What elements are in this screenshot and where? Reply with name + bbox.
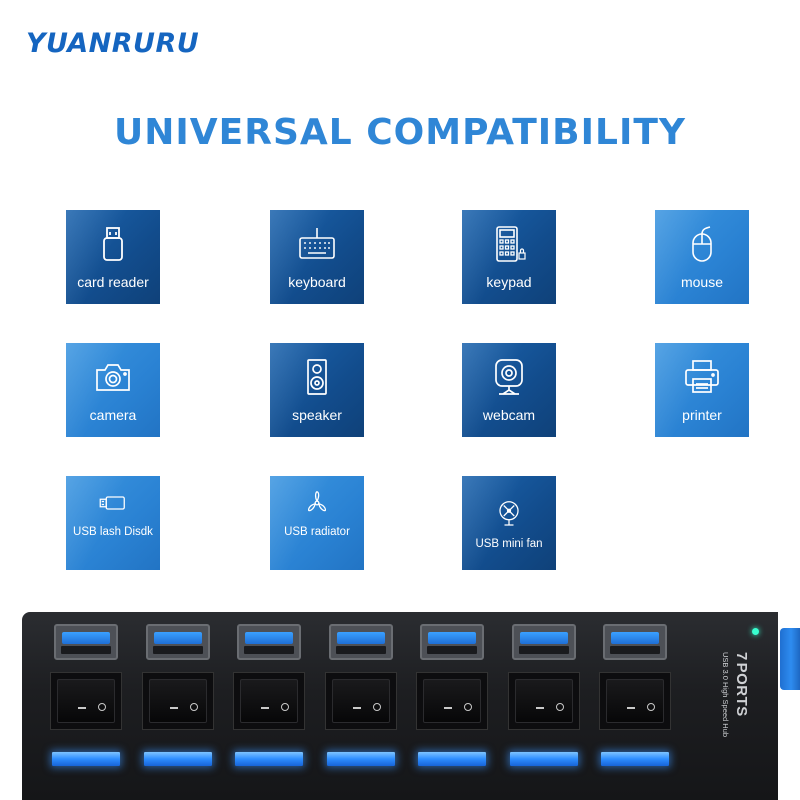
usb-port-slot bbox=[518, 646, 569, 654]
usb-port bbox=[237, 624, 301, 660]
device-tile-camera: camera bbox=[66, 343, 160, 437]
port-power-switch[interactable] bbox=[507, 672, 580, 730]
port-led bbox=[143, 752, 212, 766]
usb-port bbox=[145, 624, 210, 660]
hub-printed-label: 7 PORTS USB 3.0 High Speed Hub bbox=[712, 648, 752, 768]
usb-port bbox=[54, 624, 118, 660]
port-power-switch[interactable] bbox=[50, 672, 122, 730]
switch-on-mark bbox=[444, 707, 452, 709]
switch-off-mark bbox=[189, 703, 198, 711]
usb-port-tongue bbox=[428, 632, 476, 644]
switch-off-mark bbox=[464, 703, 472, 711]
hub-subtitle: USB 3.0 High Speed Hub bbox=[721, 652, 730, 738]
mouse-icon bbox=[655, 222, 749, 266]
switch-on-mark bbox=[352, 707, 361, 709]
device-tile-usb-radiator: USB radiator bbox=[270, 476, 364, 570]
switch-on-mark bbox=[535, 707, 544, 709]
usb-port-tongue bbox=[611, 632, 659, 644]
switch-off-mark bbox=[98, 703, 106, 711]
port-led bbox=[509, 752, 578, 766]
switch-on-mark bbox=[261, 707, 269, 709]
device-tile-speaker: speaker bbox=[270, 343, 364, 437]
usb-port-tongue bbox=[519, 632, 568, 644]
port-led bbox=[601, 752, 669, 766]
device-label: mouse bbox=[680, 274, 724, 290]
device-tile-usb-mini-fan: USB mini fan bbox=[462, 476, 556, 570]
switch-on-mark bbox=[627, 707, 635, 709]
device-label: webcam bbox=[482, 407, 536, 423]
device-tile-webcam: webcam bbox=[462, 343, 556, 437]
usb-port bbox=[420, 624, 484, 660]
switch-rocker bbox=[423, 679, 481, 723]
device-label: speaker bbox=[292, 407, 342, 423]
device-label: camera bbox=[89, 407, 137, 423]
device-label: keypad bbox=[486, 274, 532, 290]
usb-port bbox=[328, 624, 393, 660]
switch-off-mark bbox=[372, 703, 381, 711]
port-power-switch[interactable] bbox=[324, 672, 397, 730]
device-label: printer bbox=[682, 407, 722, 423]
switch-on-mark bbox=[78, 707, 86, 709]
switch-off-mark bbox=[555, 703, 564, 711]
switch-rocker bbox=[331, 679, 390, 723]
port-power-switch[interactable] bbox=[141, 672, 214, 730]
usb-drive-icon bbox=[66, 222, 160, 266]
usb-port-slot bbox=[335, 646, 386, 654]
usb-port-tongue bbox=[153, 632, 202, 644]
port-power-switch[interactable] bbox=[233, 672, 305, 730]
hub-ports-label: 7 PORTS bbox=[733, 652, 750, 717]
usb-port-slot bbox=[244, 646, 294, 654]
brand-logo: YUANRURU bbox=[26, 28, 200, 59]
headline: UNIVERSAL COMPATIBILITY bbox=[114, 112, 686, 153]
radiator-fan-icon bbox=[270, 486, 364, 520]
device-label: USB mini fan bbox=[475, 538, 543, 550]
device-label: USB radiator bbox=[284, 526, 350, 538]
keyboard-icon bbox=[270, 222, 364, 266]
port-power-switch[interactable] bbox=[416, 672, 488, 730]
device-tile-mouse: mouse bbox=[655, 210, 749, 304]
usb-port-tongue bbox=[336, 632, 385, 644]
usb-port bbox=[511, 624, 576, 660]
webcam-icon bbox=[462, 355, 556, 399]
device-tile-card-reader: card reader bbox=[66, 210, 160, 304]
power-led bbox=[752, 628, 759, 635]
usb-port-slot bbox=[152, 646, 203, 654]
usb-port-slot bbox=[61, 646, 111, 654]
switch-rocker bbox=[240, 679, 298, 723]
port-led bbox=[326, 752, 395, 766]
port-power-switch[interactable] bbox=[599, 672, 671, 730]
device-tile-printer: printer bbox=[655, 343, 749, 437]
usb-port-tongue bbox=[62, 632, 110, 644]
switch-on-mark bbox=[169, 707, 178, 709]
usb-port-slot bbox=[610, 646, 660, 654]
printer-icon bbox=[655, 355, 749, 399]
mini-fan-icon bbox=[462, 496, 556, 530]
flash-disk-icon bbox=[66, 486, 160, 520]
usb-port-tongue bbox=[245, 632, 293, 644]
usb-port bbox=[603, 624, 667, 660]
port-led bbox=[52, 752, 120, 766]
device-tile-keyboard: keyboard bbox=[270, 210, 364, 304]
speaker-icon bbox=[270, 355, 364, 399]
device-label: USB lash Disdk bbox=[73, 526, 153, 538]
switch-rocker bbox=[57, 679, 115, 723]
hub-cable bbox=[780, 628, 800, 690]
device-tile-keypad: keypad bbox=[462, 210, 556, 304]
switch-rocker bbox=[514, 679, 573, 723]
port-led bbox=[418, 752, 486, 766]
switch-rocker bbox=[606, 679, 664, 723]
keypad-icon bbox=[462, 222, 556, 266]
device-label: keyboard bbox=[288, 274, 346, 290]
switch-off-mark bbox=[281, 703, 289, 711]
switch-off-mark bbox=[647, 703, 655, 711]
device-tile-usb-flash-disk: USB lash Disdk bbox=[66, 476, 160, 570]
device-label: card reader bbox=[77, 274, 149, 290]
switch-rocker bbox=[148, 679, 207, 723]
camera-icon bbox=[66, 355, 160, 399]
port-led bbox=[235, 752, 303, 766]
usb-port-slot bbox=[427, 646, 477, 654]
